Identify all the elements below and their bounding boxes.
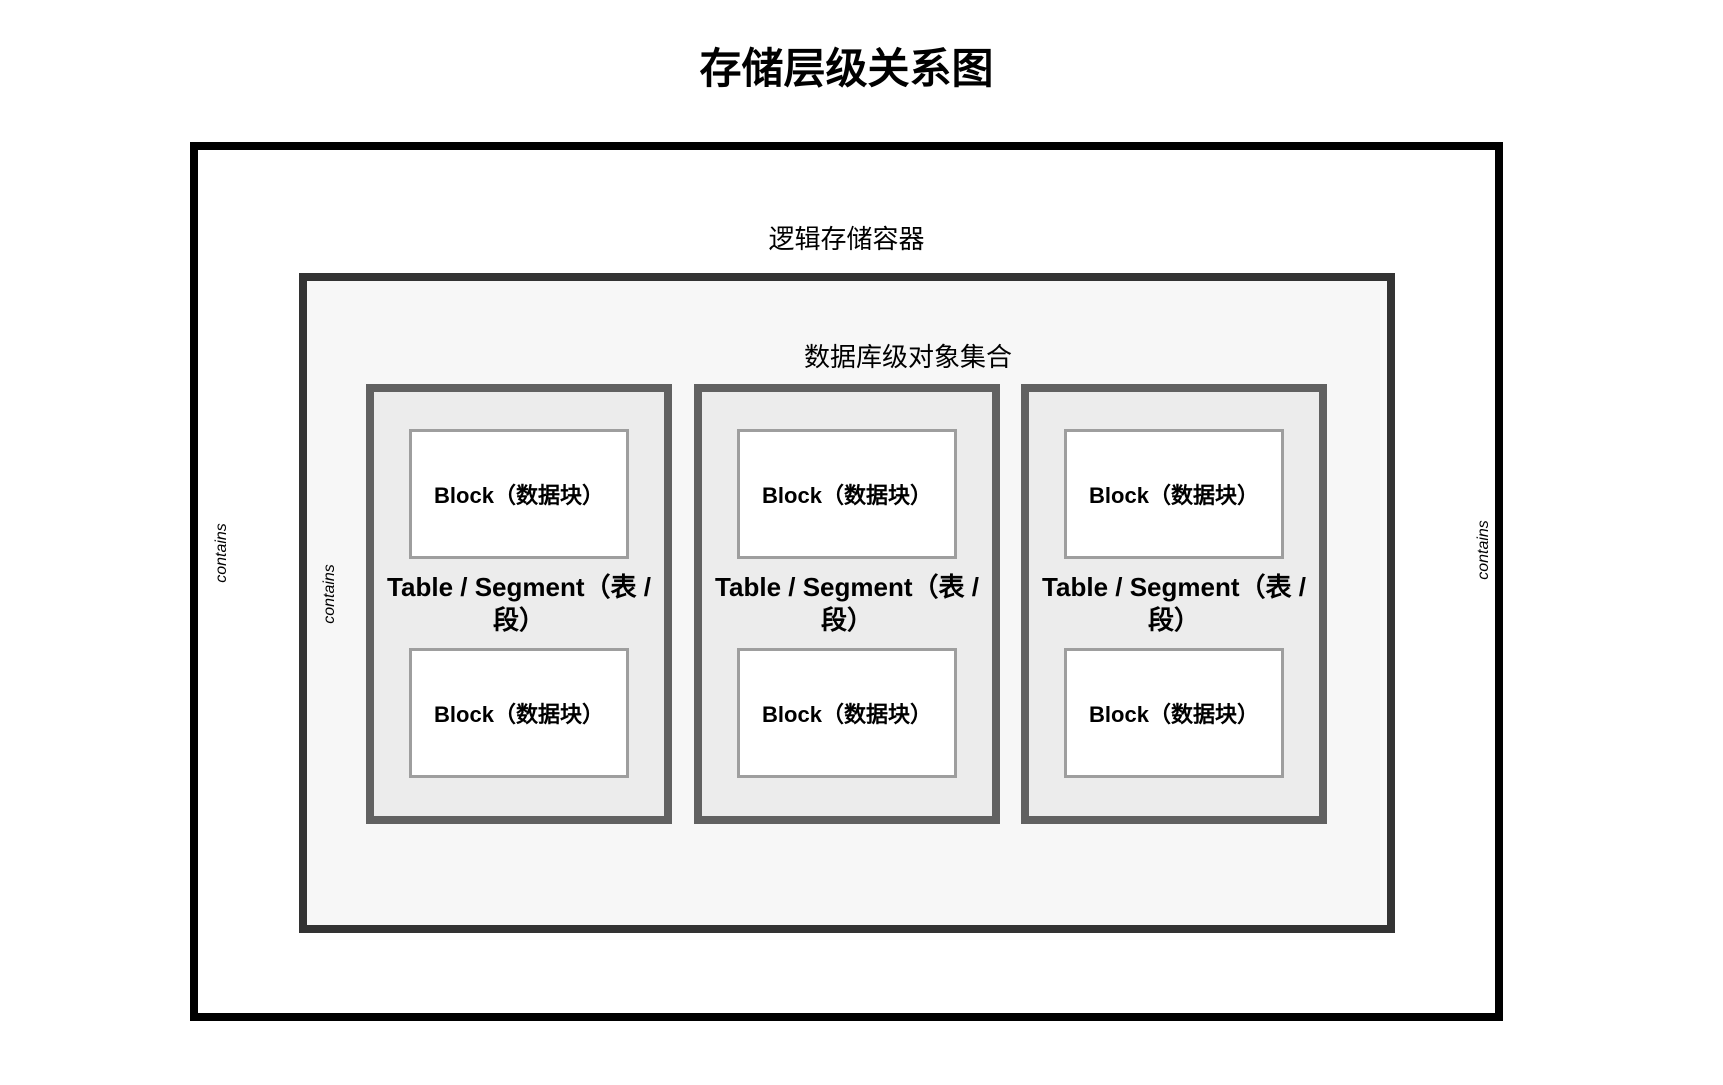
database-object-collection-label: 数据库级对象集合 [803,342,1013,372]
contains-edge-label: contains [213,523,230,583]
table-segment-box-1: Block（数据块） Table / Segment（表 / 段） Block（… [366,384,672,824]
block-label: Block（数据块） [1089,483,1259,508]
block-node: Block（数据块） [409,429,629,559]
block-label: Block（数据块） [434,702,604,727]
table-segment-box-2: Block（数据块） Table / Segment（表 / 段） Block（… [694,384,1000,824]
block-node: Block（数据块） [1064,648,1284,778]
block-node: Block（数据块） [409,648,629,778]
contains-edge-label: contains [1475,520,1492,580]
diagram-title: 存储层级关系图 [699,45,994,92]
database-object-collection-box: 数据库级对象集合 contains Block（数据块） Table / Seg… [299,273,1395,933]
block-label: Block（数据块） [434,483,604,508]
table-segment-label: Table / Segment（表 / 段） [387,572,651,635]
table-segment-box-3: Block（数据块） Table / Segment（表 / 段） Block（… [1021,384,1327,824]
block-label: Block（数据块） [762,702,932,727]
contains-edge-label: contains [321,564,338,624]
table-segment-label: Table / Segment（表 / 段） [715,572,979,635]
block-node: Block（数据块） [737,648,957,778]
logical-storage-container-label: 逻辑存储容器 [768,224,925,254]
block-node: Block（数据块） [737,429,957,559]
block-label: Block（数据块） [762,483,932,508]
block-label: Block（数据块） [1089,702,1259,727]
table-segment-label: Table / Segment（表 / 段） [1042,572,1306,635]
block-node: Block（数据块） [1064,429,1284,559]
logical-storage-container-box: 逻辑存储容器 contains contains 数据库级对象集合 contai… [190,142,1503,1021]
